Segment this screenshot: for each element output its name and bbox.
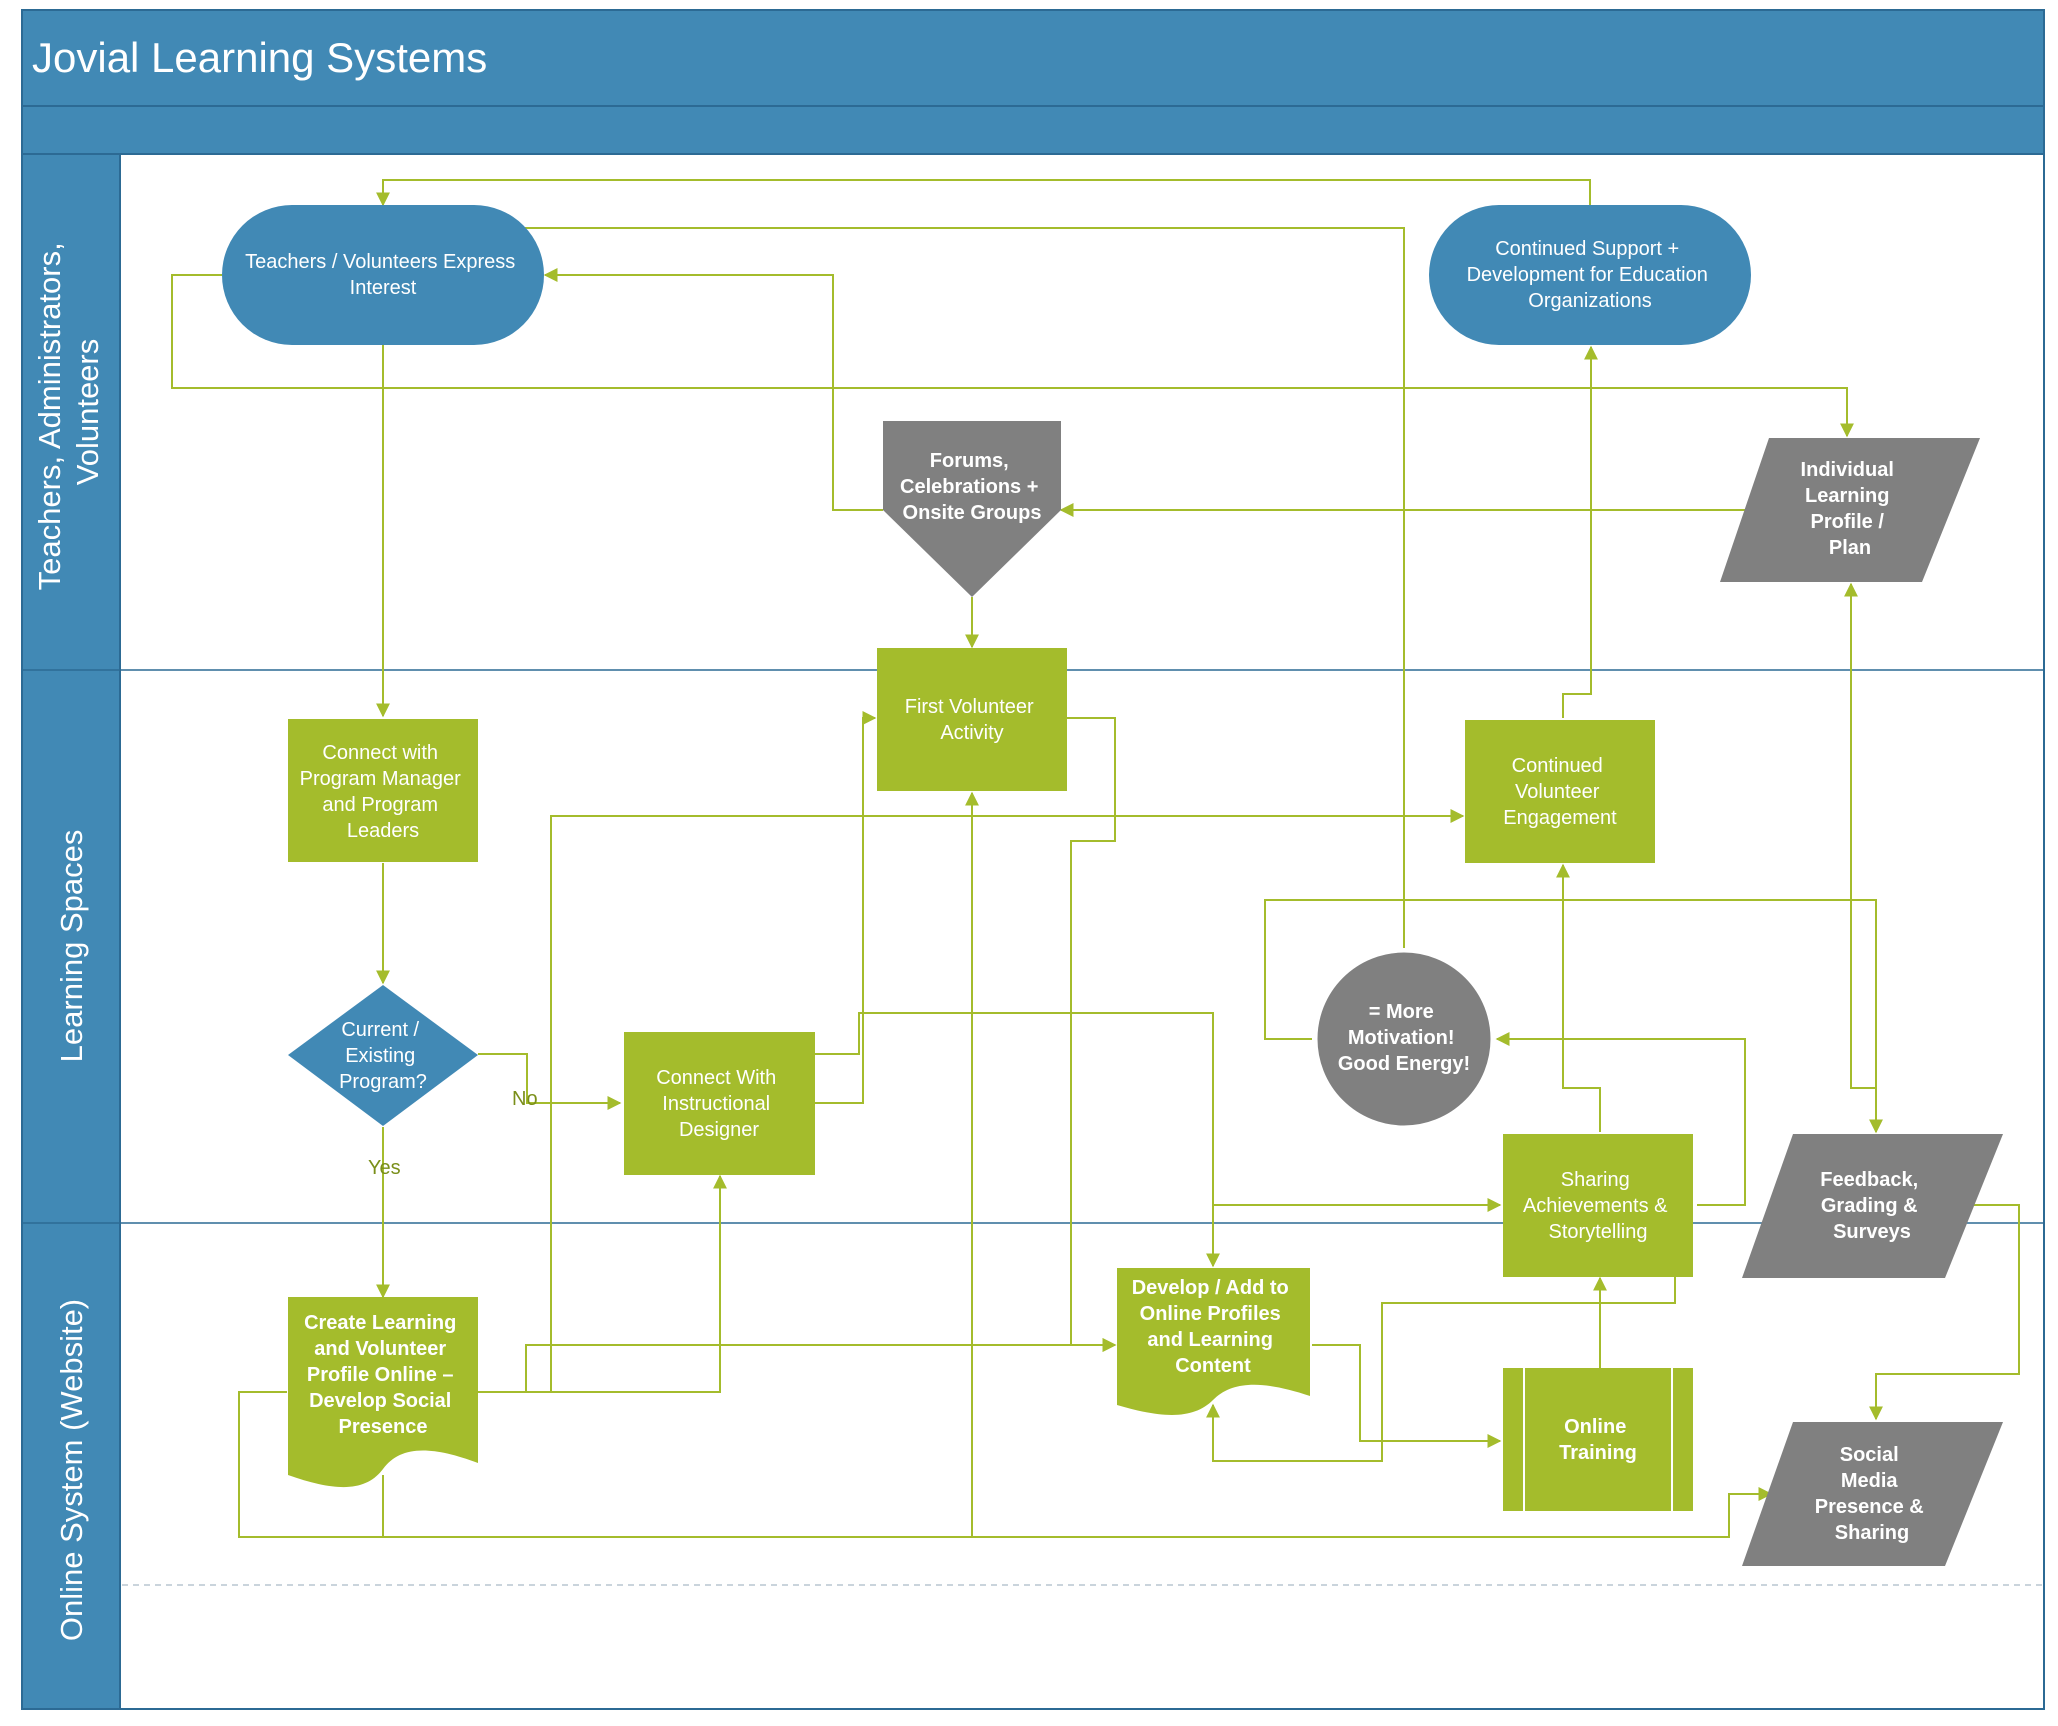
svg-text:Social Media Prese: Social Media Presence & Sharing bbox=[1815, 1444, 1930, 1544]
edge-create-profile-loop-bottom bbox=[238, 1391, 383, 1538]
node-continued-support[interactable]: Continued Support + Development for Educ… bbox=[1429, 205, 1751, 345]
edge-label-yes: Yes bbox=[368, 1157, 401, 1179]
node-more-motivation[interactable]: = More Motivation! Good Energy! bbox=[1314, 949, 1494, 1129]
node-connect-program-manager[interactable]: Connect with Program Manager and Program… bbox=[288, 719, 478, 862]
lane-label-online-system: Online System (Website) bbox=[54, 1299, 89, 1641]
edge-engagement-to-support bbox=[1562, 345, 1598, 718]
edge-create-profile-to-social-media bbox=[382, 1475, 1773, 1538]
connectors bbox=[171, 179, 2020, 1538]
node-express-interest[interactable]: Teachers / Volunteers Express Interest bbox=[222, 205, 544, 345]
svg-text:Teachers / Volunteers Express: Teachers / Volunteers Express Interest bbox=[245, 251, 521, 299]
node-decision-current-program[interactable]: Current / Existing Program? bbox=[288, 985, 478, 1126]
svg-text:Current / Existing: Current / Existing Program? bbox=[339, 1019, 427, 1093]
edge-forums-to-interest bbox=[543, 268, 883, 511]
edge-feedback-to-social-media bbox=[1869, 1204, 2020, 1421]
svg-text:Forums, Celebrations +: Forums, Celebrations + Onsite Groups bbox=[900, 450, 1044, 524]
lane-header-column bbox=[21, 153, 121, 1710]
node-sharing-achievements[interactable]: Sharing Achievements & Storytelling bbox=[1503, 1134, 1693, 1277]
edge-support-back-to-interest bbox=[376, 179, 1591, 207]
edge-create-profile-to-engagement bbox=[478, 809, 1465, 1393]
header-band bbox=[21, 105, 2045, 155]
node-first-volunteer-activity[interactable]: First Volunteer Activity bbox=[877, 648, 1067, 791]
node-forums-celebrations[interactable]: Forums, Celebrations + Onsite Groups bbox=[883, 421, 1061, 597]
svg-text:= More Motivation!: = More Motivation! Good Energy! bbox=[1338, 1001, 1470, 1075]
svg-text:Connect With Instruction: Connect With Instructional Designer bbox=[656, 1067, 782, 1141]
edge-decision-no bbox=[478, 1053, 622, 1110]
svg-text:Continued Support + Deve: Continued Support + Development for Educ… bbox=[1467, 238, 1714, 312]
svg-text:Create Learning and Volu: Create Learning and Volunteer Profile On… bbox=[304, 1312, 462, 1438]
edge-create-profile-to-connect-id bbox=[478, 1174, 727, 1393]
svg-text:Individual Learning: Individual Learning Profile / Plan bbox=[1801, 459, 1900, 559]
edge-first-activity-to-develop bbox=[1067, 717, 1117, 1352]
svg-text:Sharing Achievements &: Sharing Achievements & Storytelling bbox=[1523, 1169, 1673, 1243]
node-develop-online-profiles[interactable]: Develop / Add to Online Profiles and Lea… bbox=[1117, 1268, 1310, 1415]
node-create-learning-profile[interactable]: Create Learning and Volunteer Profile On… bbox=[288, 1297, 478, 1488]
lane-label-learning-spaces: Learning Spaces bbox=[54, 830, 89, 1063]
edge-label-no: No bbox=[512, 1088, 538, 1110]
node-connect-instructional-designer[interactable]: Connect With Instructional Designer bbox=[624, 1032, 815, 1175]
title-bar bbox=[21, 9, 2045, 107]
node-social-media-presence[interactable]: Social Media Presence & Sharing bbox=[1742, 1422, 2003, 1566]
lane-label-teachers: Teachers, Administrators, Volunteers bbox=[32, 234, 105, 591]
edge-interest-loop-to-profile-plan bbox=[171, 274, 1854, 438]
node-online-training[interactable]: Online Training bbox=[1503, 1368, 1693, 1511]
node-continued-volunteer-engagement[interactable]: Continued Volunteer Engagement bbox=[1465, 720, 1655, 863]
node-individual-learning-profile[interactable]: Individual Learning Profile / Plan bbox=[1720, 438, 1980, 582]
edge-connect-id-to-first-activity bbox=[815, 711, 877, 1104]
svg-text:First Volunteer Activity: First Volunteer Activity bbox=[905, 696, 1040, 744]
svg-text:Continued Volunteer: Continued Volunteer Engagement bbox=[1503, 755, 1617, 829]
diagram-title: Jovial Learning Systems bbox=[32, 34, 487, 81]
edge-sharing-to-motivation bbox=[1495, 1032, 1746, 1206]
edge-motivation-loop-to-feedback bbox=[1264, 899, 1883, 1134]
svg-text:Develop / Add to Online: Develop / Add to Online Profiles and Lea… bbox=[1132, 1277, 1295, 1377]
edge-feedback-to-profile-plan bbox=[1844, 582, 1876, 1089]
edge-training-to-develop bbox=[1206, 1403, 1500, 1462]
node-feedback-grading-surveys[interactable]: Feedback, Grading & Surveys bbox=[1742, 1134, 2003, 1278]
svg-text:Feedback, Grading &: Feedback, Grading & Surveys bbox=[1820, 1169, 1923, 1243]
svg-text:Online Training: Online Training bbox=[1559, 1416, 1637, 1464]
svg-text:Connect with Program Man: Connect with Program Manager and Program… bbox=[300, 742, 467, 842]
edge-connect-id-to-develop bbox=[815, 1012, 1220, 1268]
edge-sharing-to-engagement bbox=[1556, 863, 1601, 1132]
